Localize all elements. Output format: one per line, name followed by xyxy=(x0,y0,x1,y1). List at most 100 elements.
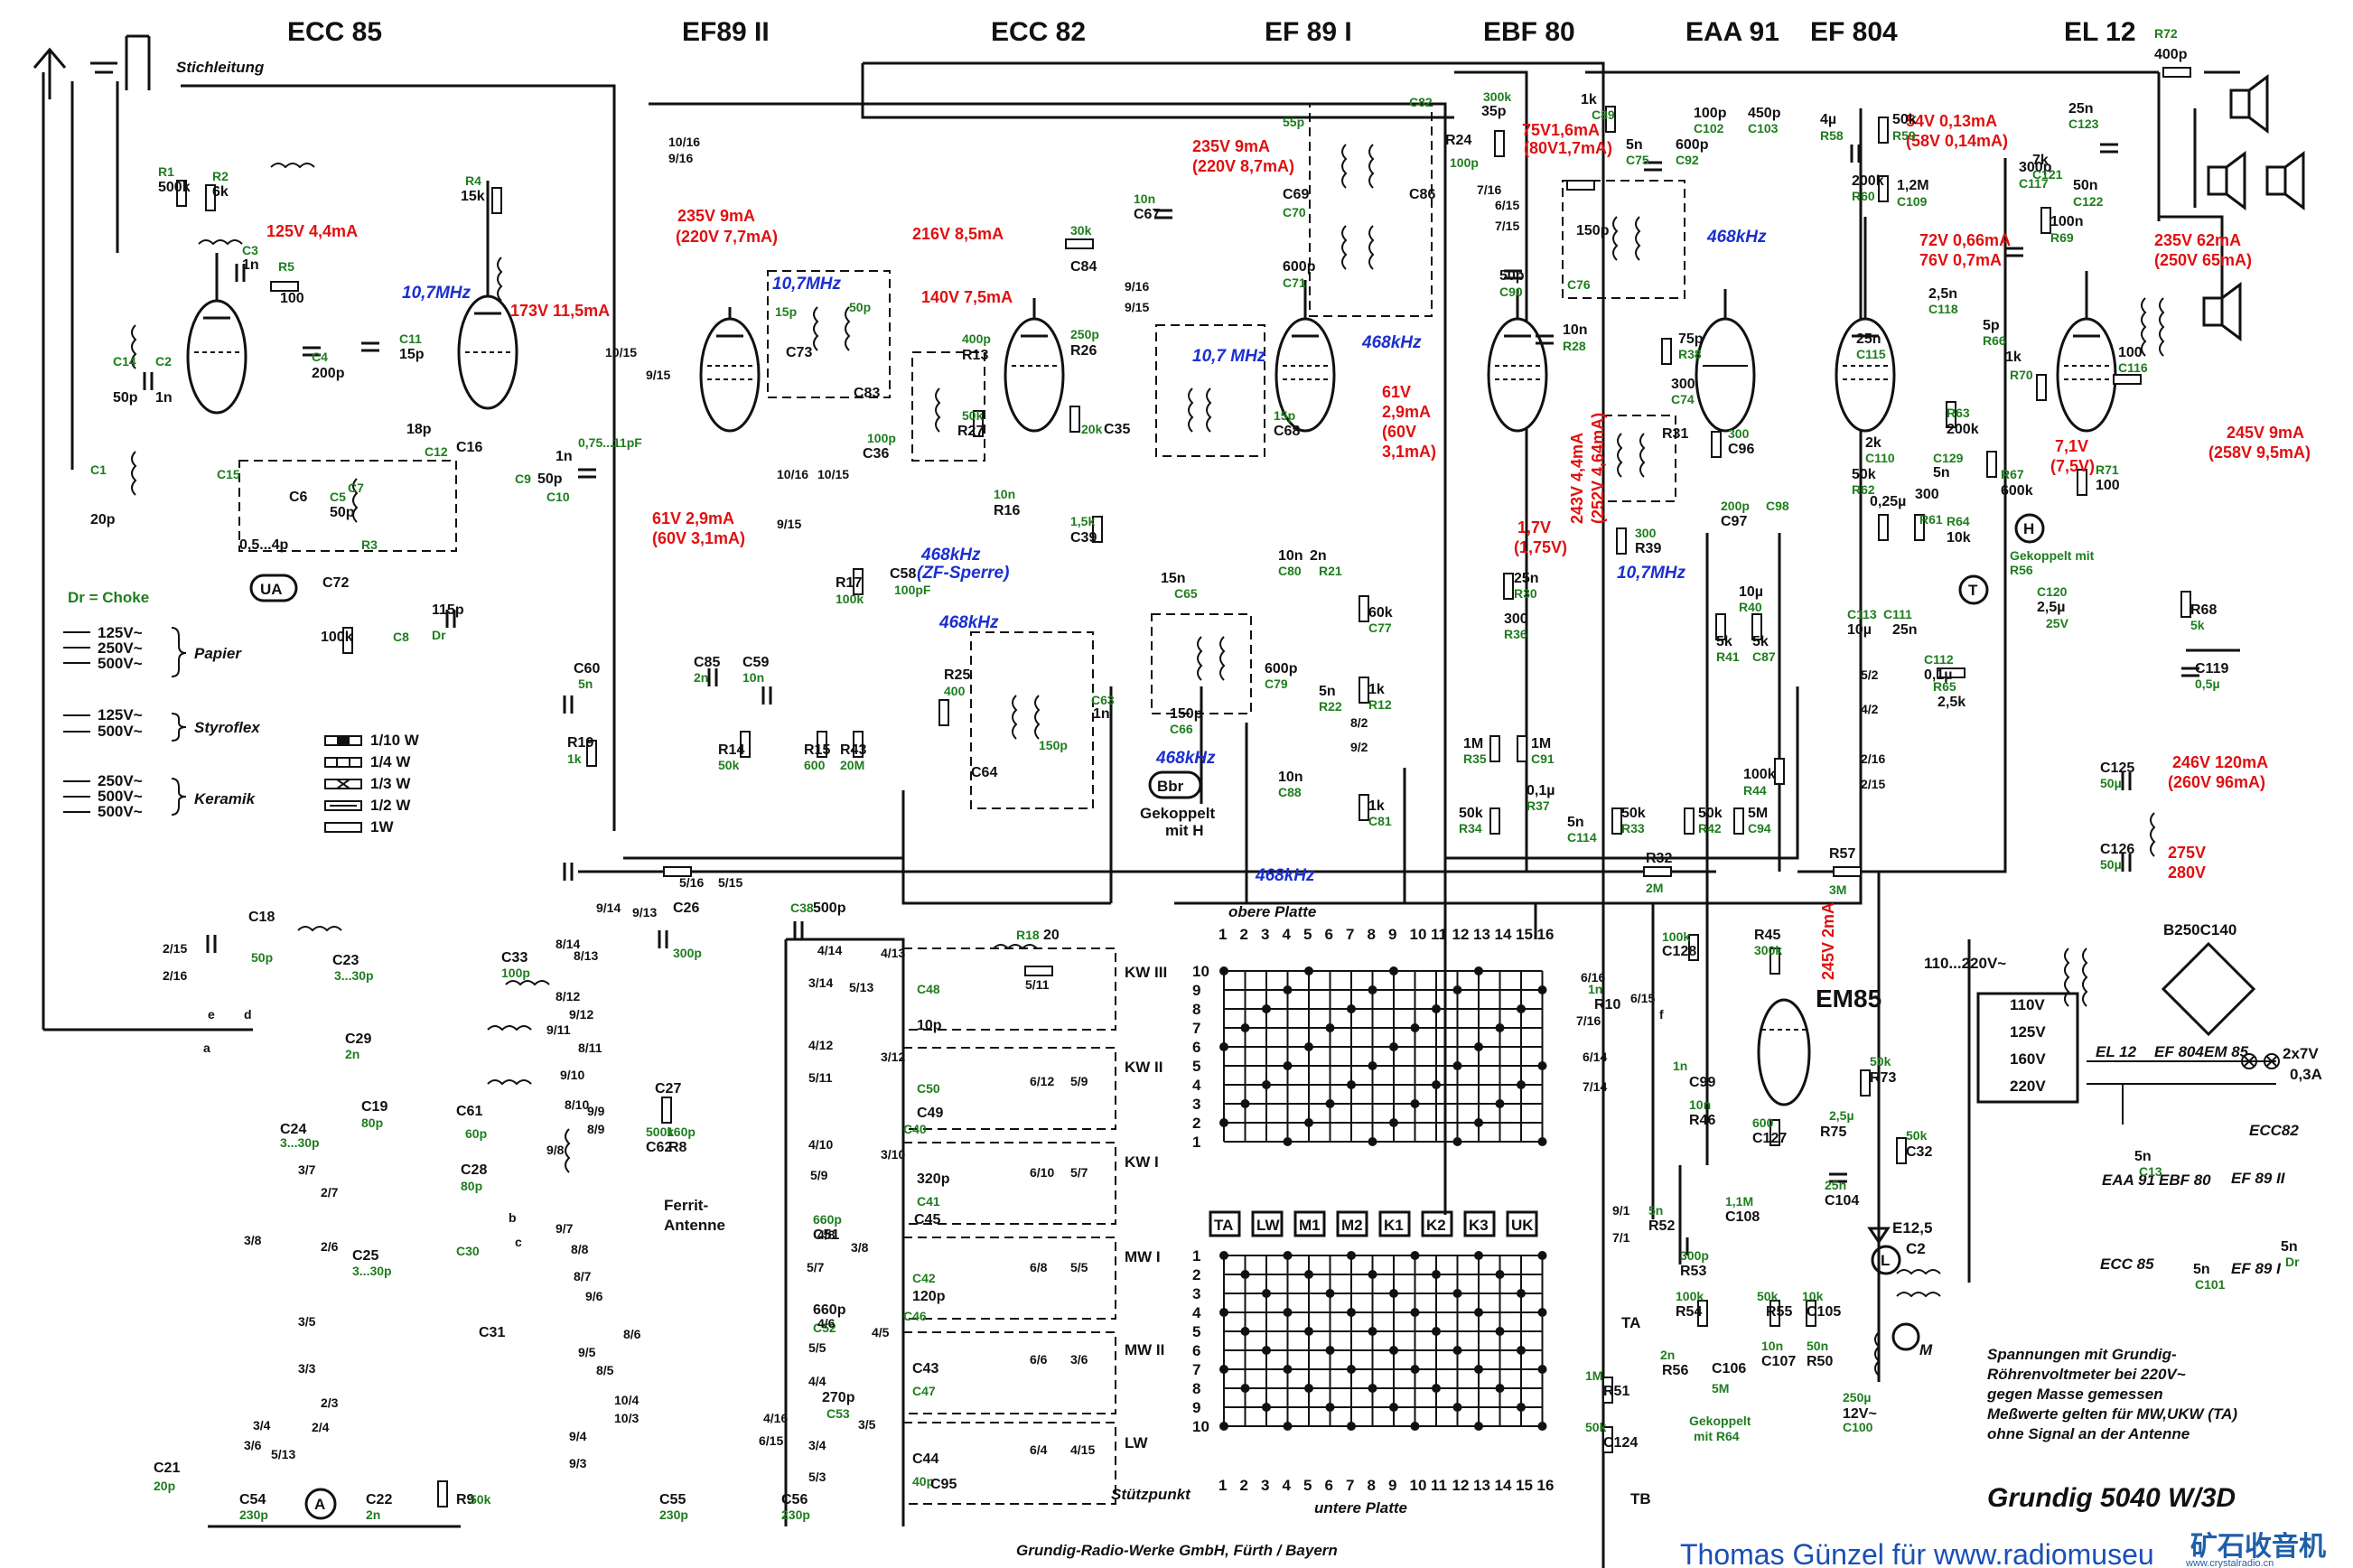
matrix-col-top-8: 9 xyxy=(1388,926,1396,943)
matrix-junction-bot xyxy=(1368,1327,1377,1336)
legend-choke: Dr = Choke xyxy=(68,589,149,606)
voltage-note-9: (80V1,7mA) xyxy=(1524,139,1612,157)
pin-label-102: c xyxy=(515,1235,522,1249)
voltage-note-0: 125V 4,4mA xyxy=(266,222,358,240)
component-label-284: C30 xyxy=(456,1244,480,1258)
component-label-325: R73 xyxy=(1870,1070,1896,1086)
speaker-3-cone-icon xyxy=(2283,151,2305,210)
footer: Spannungen mit Grundig- Röhrenvoltmeter … xyxy=(1016,1346,2353,1568)
ta-label: TA xyxy=(1621,1314,1640,1331)
capacitors xyxy=(143,143,2199,1255)
meter-icon xyxy=(1891,1322,1920,1351)
matrix-row-top-7: 3 xyxy=(1192,1096,1200,1113)
matrix-junction-top xyxy=(1240,1099,1250,1108)
component-label-345: C106 xyxy=(1712,1361,1746,1377)
component-label-198: C111 xyxy=(1883,607,1912,621)
resistor-r66 xyxy=(2036,374,2047,401)
component-label-168: C116 xyxy=(2118,360,2148,375)
component-label-70: 100p xyxy=(1450,155,1479,170)
component-label-305: C43 xyxy=(912,1361,938,1377)
component-label-94: C88 xyxy=(1278,785,1302,799)
component-label-123: 10µ xyxy=(1739,584,1763,600)
resistor-r53 xyxy=(1697,1300,1708,1327)
pin-label-8: 9/15 xyxy=(1125,300,1149,314)
component-label-153: 50k xyxy=(1892,112,1917,127)
component-label-35: 100k xyxy=(321,630,353,645)
component-label-318: 10n xyxy=(1689,1097,1711,1112)
component-label-311: C95 xyxy=(930,1477,957,1492)
component-label-96: C90 xyxy=(1499,285,1523,299)
resistor-r24 xyxy=(1494,130,1505,157)
tap-125: 125V xyxy=(2010,1023,2046,1041)
pin-label-90: 3/5 xyxy=(858,1417,876,1432)
pin-label-44: 8/7 xyxy=(574,1269,592,1283)
voltage-note-18: 61V xyxy=(1382,383,1411,401)
pin-label-43: 8/8 xyxy=(571,1242,589,1256)
pin-label-98: e xyxy=(208,1007,215,1022)
component-label-313: R10 xyxy=(1594,997,1620,1013)
component-label-133: 1M xyxy=(1463,736,1483,751)
pin-label-82: 6/8 xyxy=(1030,1260,1048,1274)
component-label-191: 5n xyxy=(1933,465,1950,481)
component-label-119: C96 xyxy=(1728,442,1754,457)
pin-label-52: 9/3 xyxy=(569,1456,587,1470)
component-label-176: C122 xyxy=(2073,194,2104,209)
component-label-260: 20p xyxy=(154,1479,175,1493)
matrix-junction-bot xyxy=(1537,1365,1547,1374)
component-label-216: 50µ xyxy=(2100,857,2122,872)
matrix-row-top-2: 8 xyxy=(1192,1001,1200,1018)
voltage-note-27: (7,5V) xyxy=(2050,457,2095,475)
component-label-291: 10p xyxy=(917,1018,942,1033)
component-label-179: 400p xyxy=(2154,47,2188,62)
component-label-44: 400p xyxy=(962,331,991,346)
legend-watt-1: 1/10 W xyxy=(370,732,420,749)
component-label-223: C60 xyxy=(574,661,600,677)
resistor-r30 xyxy=(1503,573,1514,600)
frequency-note-10: 468kHz xyxy=(1255,866,1315,885)
pin-label-69: 4/12 xyxy=(808,1038,833,1052)
matrix-junction-bot xyxy=(1452,1289,1462,1298)
component-label-338: 50k xyxy=(1757,1289,1779,1303)
marker-t-label: T xyxy=(1968,582,1978,599)
matrix-junction-bot xyxy=(1325,1403,1335,1412)
speaker-3-icon xyxy=(2265,165,2287,196)
heater-el12: EL 12 xyxy=(2096,1043,2137,1060)
resistor-r36 xyxy=(1489,735,1500,762)
marker-ua xyxy=(249,574,298,602)
component-label-22: C5 xyxy=(330,490,346,504)
component-label-297: C45 xyxy=(914,1212,940,1227)
component-label-197: 10µ xyxy=(1847,622,1872,638)
voltage-note-3: (220V 7,7mA) xyxy=(676,228,778,246)
matrix-junction-bot xyxy=(1432,1327,1441,1336)
pin-label-87: 6/6 xyxy=(1030,1352,1048,1367)
component-label-163: 5p xyxy=(1983,318,2000,333)
matrix-stuetzpunkt: Stützpunkt xyxy=(1111,1486,1191,1503)
bridge-rectifier-icon xyxy=(2161,941,2256,1037)
resistor-r18 xyxy=(1024,966,1053,976)
header-el12: EL 12 xyxy=(2064,17,2136,47)
ferrit-antenne-1: Ferrit- xyxy=(664,1197,708,1214)
component-label-99: 1k xyxy=(1581,92,1597,107)
resistor-r59 xyxy=(1878,175,1889,202)
heater-ecc85: ECC 85 xyxy=(2100,1255,2154,1273)
component-label-238: 100k xyxy=(836,592,864,606)
component-label-300: C42 xyxy=(912,1271,936,1285)
voltage-note-15: (250V 65mA) xyxy=(2154,251,2252,269)
component-label-339: R55 xyxy=(1766,1304,1792,1320)
component-label-72: 300k xyxy=(1483,89,1511,104)
component-label-304: C52 xyxy=(813,1321,836,1335)
pin-label-47: 9/5 xyxy=(578,1345,596,1359)
pin-label-17: 2/15 xyxy=(1861,777,1885,791)
matrix-junction-top xyxy=(1368,1061,1377,1070)
component-label-152: R58 xyxy=(1820,128,1844,143)
matrix-row-top-6: 4 xyxy=(1192,1077,1201,1094)
coils xyxy=(131,144,2165,1377)
matrix-grid xyxy=(1219,966,1547,1431)
component-label-174: C121 xyxy=(2032,167,2063,182)
component-label-101: 5n xyxy=(1626,137,1643,153)
tap-110: 110V xyxy=(2010,996,2045,1013)
resistor-r55 xyxy=(1806,1300,1816,1327)
component-label-213: C125 xyxy=(2100,761,2134,776)
